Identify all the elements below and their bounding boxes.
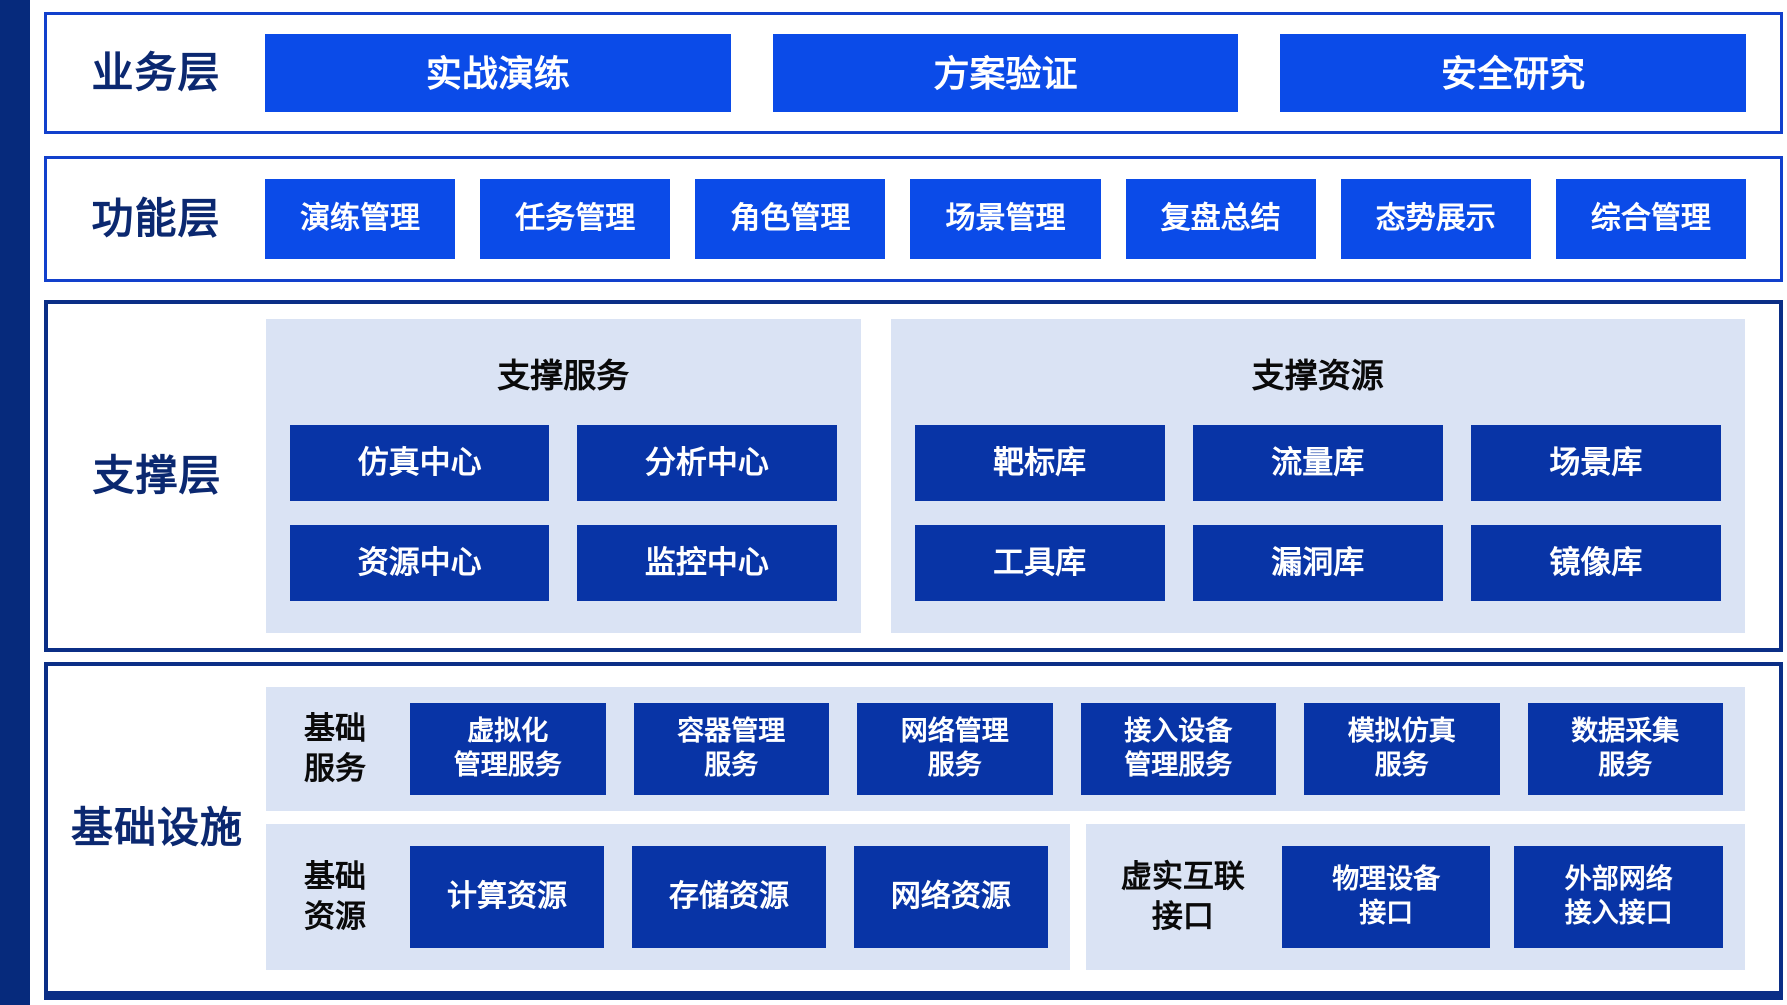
- support-service-item: 仿真中心: [290, 425, 550, 501]
- function-item: 任务管理: [480, 179, 671, 259]
- support-layer-groups: 支撑服务 仿真中心 分析中心 资源中心 监控中心 支撑资源 靶标库 流量库 场景…: [266, 319, 1779, 633]
- support-resources-title: 支撑资源: [1251, 357, 1384, 394]
- business-layer-label: 业务层: [91, 48, 221, 96]
- support-service-item: 资源中心: [290, 525, 550, 601]
- support-services-panel: 支撑服务 仿真中心 分析中心 资源中心 监控中心: [266, 319, 861, 633]
- base-service-item: 容器管理 服务: [633, 703, 829, 795]
- support-resource-item: 镜像库: [1470, 525, 1721, 601]
- diagram-content: 业务层 实战演练 方案验证 安全研究 功能层 演练管理 任务管理 角色管理 场景…: [44, 0, 1787, 1005]
- support-resource-item: 场景库: [1470, 425, 1721, 501]
- function-item: 复盘总结: [1125, 179, 1316, 259]
- support-resource-item: 流量库: [1192, 425, 1443, 501]
- business-layer-items: 实战演练 方案验证 安全研究: [265, 34, 1780, 112]
- support-layer-label: 支撑层: [92, 451, 222, 499]
- support-resources-grid: 靶标库 流量库 场景库 工具库 漏洞库 镜像库: [914, 425, 1721, 601]
- base-resource-item: 网络资源: [853, 846, 1048, 948]
- business-item: 方案验证: [772, 34, 1239, 112]
- base-resources-panel: 基础 资源 计算资源 存储资源 网络资源: [266, 824, 1070, 970]
- virtual-physical-interface-label: 虚实互联 接口: [1120, 858, 1245, 934]
- base-bottom-row: 基础 资源 计算资源 存储资源 网络资源 虚实互联 接口 物理设备 接口 外部网…: [266, 824, 1745, 970]
- infrastructure-rows: 基础 服务 虚拟化 管理服务 容器管理 服务 网络管理 服务 接入设备 管理服务…: [266, 687, 1779, 970]
- base-service-item: 虚拟化 管理服务: [410, 703, 606, 795]
- support-resource-item: 靶标库: [914, 425, 1165, 501]
- virtual-physical-interface-panel: 虚实互联 接口 物理设备 接口 外部网络 接入接口: [1085, 824, 1745, 970]
- base-resources-label: 基础 资源: [304, 858, 366, 934]
- infrastructure-layer-section: 基础设施 基础 服务 虚拟化 管理服务 容器管理 服务 网络管理 服务 接入设备…: [44, 662, 1783, 1000]
- support-services-grid: 仿真中心 分析中心 资源中心 监控中心: [290, 425, 837, 601]
- interface-item: 物理设备 接口: [1281, 846, 1491, 948]
- function-item: 综合管理: [1555, 179, 1746, 259]
- function-item: 场景管理: [910, 179, 1101, 259]
- base-services-label: 基础 服务: [304, 710, 366, 786]
- business-layer-section: 业务层 实战演练 方案验证 安全研究: [44, 12, 1783, 134]
- support-services-title: 支撑服务: [497, 357, 630, 394]
- support-service-item: 监控中心: [577, 525, 837, 601]
- function-item: 角色管理: [695, 179, 886, 259]
- base-service-item: 网络管理 服务: [857, 703, 1053, 795]
- interface-item: 外部网络 接入接口: [1514, 846, 1724, 948]
- function-layer-items: 演练管理 任务管理 角色管理 场景管理 复盘总结 态势展示 综合管理: [265, 179, 1780, 259]
- base-service-item: 接入设备 管理服务: [1080, 703, 1276, 795]
- support-resource-item: 工具库: [914, 525, 1165, 601]
- support-service-item: 分析中心: [577, 425, 837, 501]
- function-layer-section: 功能层 演练管理 任务管理 角色管理 场景管理 复盘总结 态势展示 综合管理: [44, 156, 1783, 282]
- left-accent-bar: [0, 0, 30, 1005]
- base-resource-item: 存储资源: [631, 846, 826, 948]
- base-service-item: 数据采集 服务: [1527, 703, 1723, 795]
- base-resource-item: 计算资源: [410, 846, 604, 948]
- base-service-item: 模拟仿真 服务: [1304, 703, 1500, 795]
- function-item: 演练管理: [265, 179, 456, 259]
- support-resource-item: 漏洞库: [1192, 525, 1443, 601]
- infrastructure-layer-label: 基础设施: [70, 804, 243, 852]
- function-layer-label: 功能层: [91, 194, 221, 242]
- support-layer-section: 支撑层 支撑服务 仿真中心 分析中心 资源中心 监控中心 支撑资源 靶标库 流: [44, 300, 1783, 652]
- function-item: 态势展示: [1340, 179, 1531, 259]
- base-services-panel: 基础 服务 虚拟化 管理服务 容器管理 服务 网络管理 服务 接入设备 管理服务…: [266, 687, 1745, 811]
- business-item: 实战演练: [265, 34, 731, 112]
- support-resources-panel: 支撑资源 靶标库 流量库 场景库 工具库 漏洞库 镜像库: [890, 319, 1745, 633]
- business-item: 安全研究: [1280, 34, 1747, 112]
